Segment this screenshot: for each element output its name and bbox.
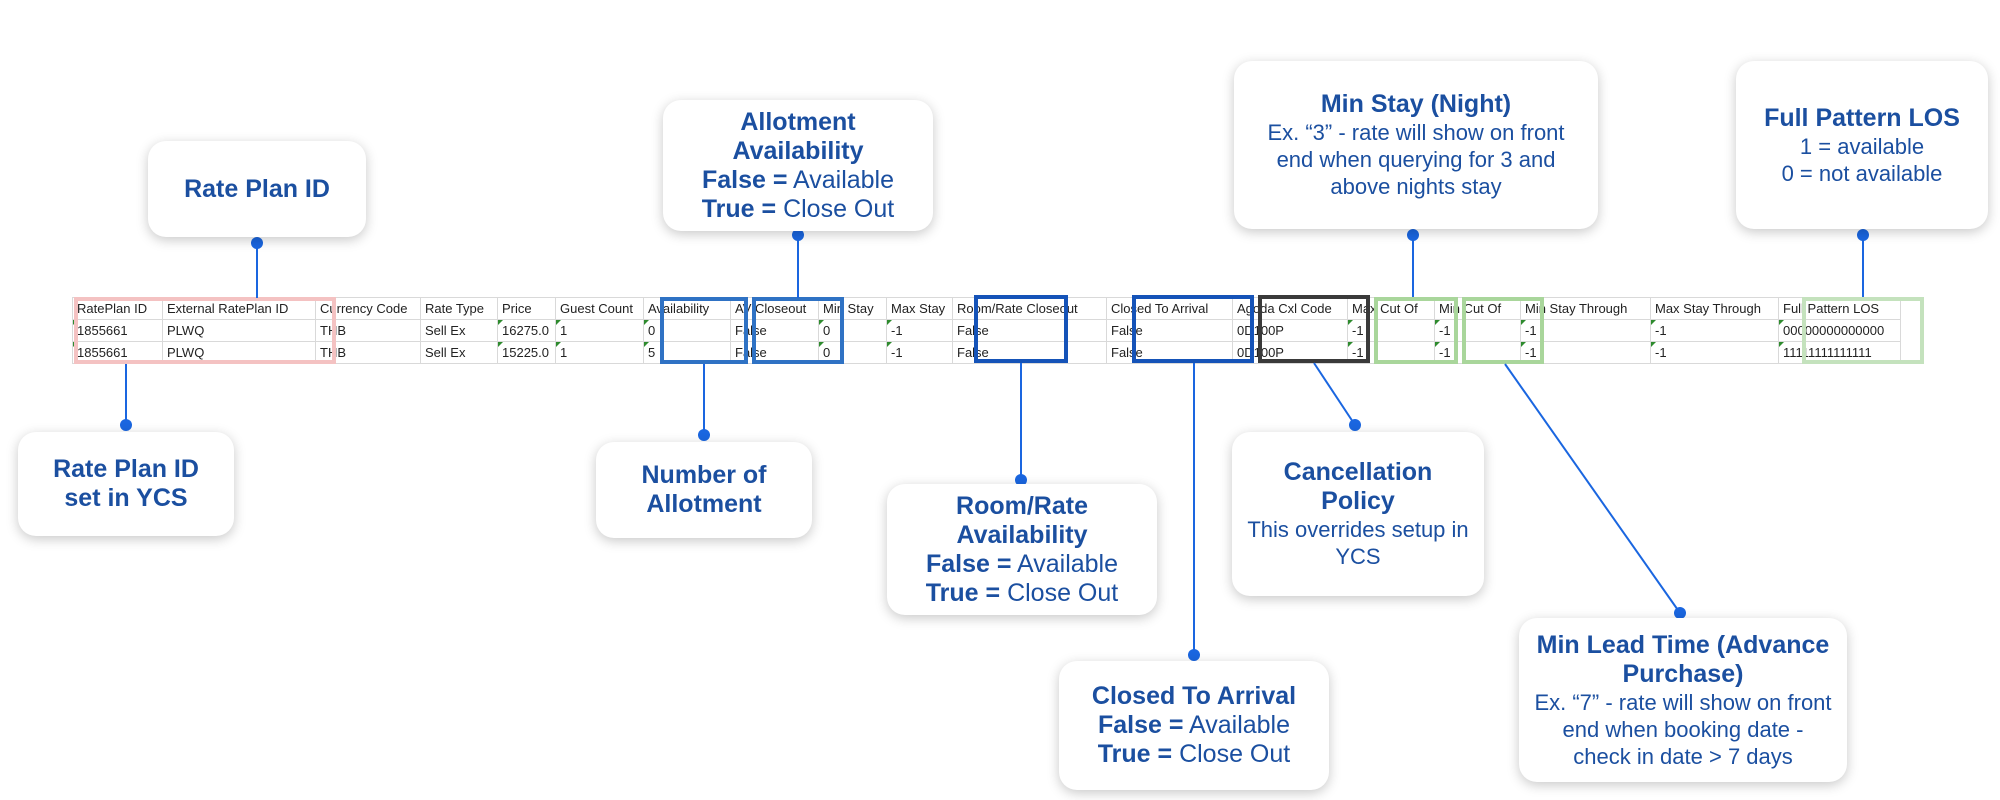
table-cell: -1 [1650,341,1779,364]
callout-title: Min Stay (Night) [1320,90,1512,118]
false-key: False = [925,549,1012,578]
callout-title: Allotment Availability [732,107,864,165]
callout-title: Min Lead Time (Advance Purchase) [1536,630,1830,688]
rate-plan-id-callout: Rate Plan ID [148,141,366,237]
callout-title: Rate Plan ID [184,174,330,203]
callout-description: Ex. “7” - rate will show on front end wh… [1534,689,1832,769]
false-legend: False = Available [926,550,1118,579]
callout-description-line: 0 = not available [1781,160,1943,186]
callout-description: This overrides setup in YCS [1247,517,1469,569]
rate-plan-id-ycs-callout: Rate Plan ID set in YCS [18,432,234,536]
table-cell: 1855661 [72,319,163,342]
false-value: Available [1017,549,1119,578]
callout-title: Room/Rate Availability [956,491,1088,549]
false-value: Available [793,165,895,194]
true-legend: True = Close Out [926,579,1118,608]
table-cell: 00000000000000 [1778,319,1901,342]
table-cell: -1 [1520,341,1651,364]
table-cell: 15225.0 [497,341,556,364]
true-key: True = [925,578,1001,607]
callout-description-line: 1 = available [1799,133,1925,159]
table-cell: 16275.0 [497,319,556,342]
column-header: RatePlan ID [72,297,163,320]
callout-title: Full Pattern LOS [1764,103,1960,132]
table-cell: -1 [886,341,953,364]
column-header: Min Stay Through [1520,297,1651,320]
column-header: Max Stay [886,297,953,320]
table-cell: 0 [818,319,887,342]
column-header: Full Pattern LOS [1778,297,1901,320]
full-pattern-los-callout: Full Pattern LOS 1 = available 0 = not a… [1736,61,1988,229]
false-value: Available [1189,711,1291,739]
min-stay-callout: Min Stay (Night) Ex. “3” - rate will sho… [1234,61,1598,229]
true-key: True = [701,194,777,223]
true-value: Close Out [1007,578,1119,607]
min-lead-time-callout: Min Lead Time (Advance Purchase) Ex. “7”… [1519,618,1847,782]
allotment-availability-callout: Allotment Availability False = Available… [663,100,933,231]
false-key: False = [701,165,788,194]
true-legend: True = Close Out [702,195,894,224]
callout-title: Cancellation Policy [1283,458,1433,515]
false-legend: False = Available [702,166,894,195]
true-key: True = [1097,740,1173,768]
table-cell: Sell Ex [420,341,498,364]
true-value: Close Out [1179,740,1291,768]
column-header: Guest Count [555,297,644,320]
callout-title: Rate Plan ID set in YCS [53,455,199,512]
true-value: Close Out [783,194,895,223]
number-of-allotment-callout: Number of Allotment [596,442,812,538]
callout-title: Number of Allotment [641,461,767,518]
false-legend: False = Available [1098,711,1290,740]
room-rate-availability-callout: Room/Rate Availability False = Available… [887,484,1157,615]
true-legend: True = Close Out [1098,740,1290,769]
column-header: Max Stay Through [1650,297,1779,320]
closed-to-arrival-callout: Closed To Arrival False = Available True… [1059,661,1329,790]
false-key: False = [1097,711,1184,739]
column-header: Price [497,297,556,320]
callout-description: Ex. “3” - rate will show on front end wh… [1267,120,1565,199]
callout-title: Closed To Arrival [1091,682,1297,710]
cancellation-policy-callout: Cancellation Policy This overrides setup… [1232,432,1484,596]
